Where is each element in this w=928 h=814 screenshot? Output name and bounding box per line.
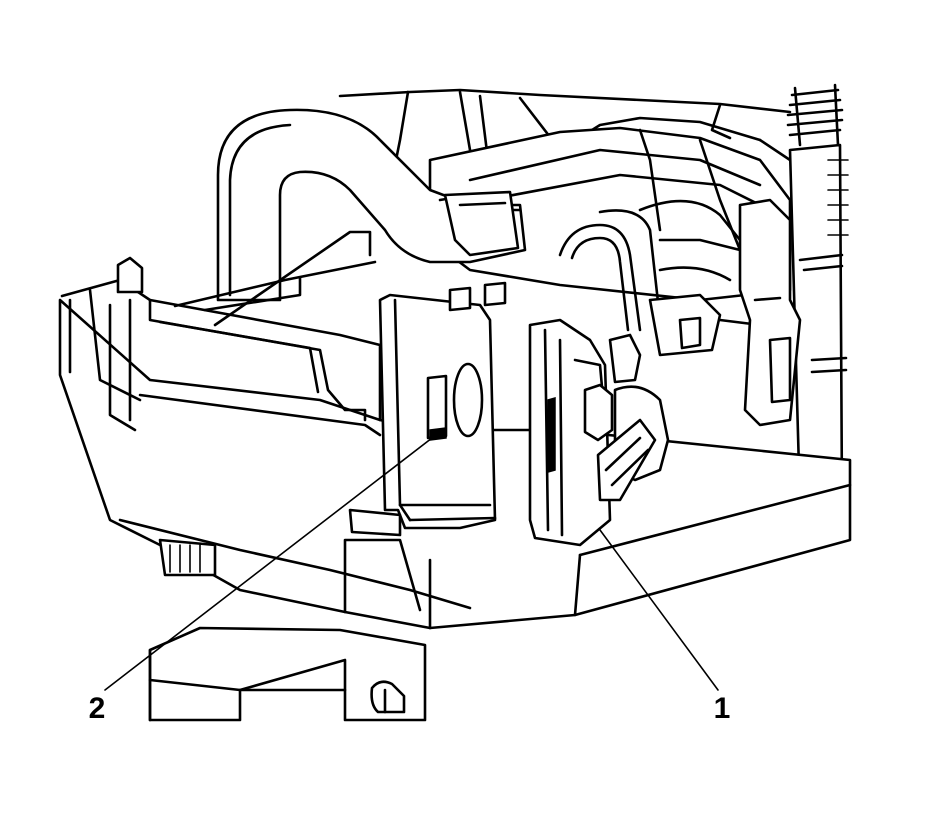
wiring-harness <box>558 198 802 502</box>
leader-line-2 <box>104 437 433 691</box>
callout-label-1: 1 <box>714 692 731 725</box>
control-module <box>528 318 614 547</box>
callout-label-2: 2 <box>89 692 106 725</box>
heater-hose <box>216 108 527 302</box>
upper-duct-housing <box>338 88 792 302</box>
mounting-bracket <box>348 281 507 537</box>
corrugated-hose <box>786 83 849 507</box>
lower-block <box>148 626 427 722</box>
leader-line-1 <box>599 529 719 691</box>
